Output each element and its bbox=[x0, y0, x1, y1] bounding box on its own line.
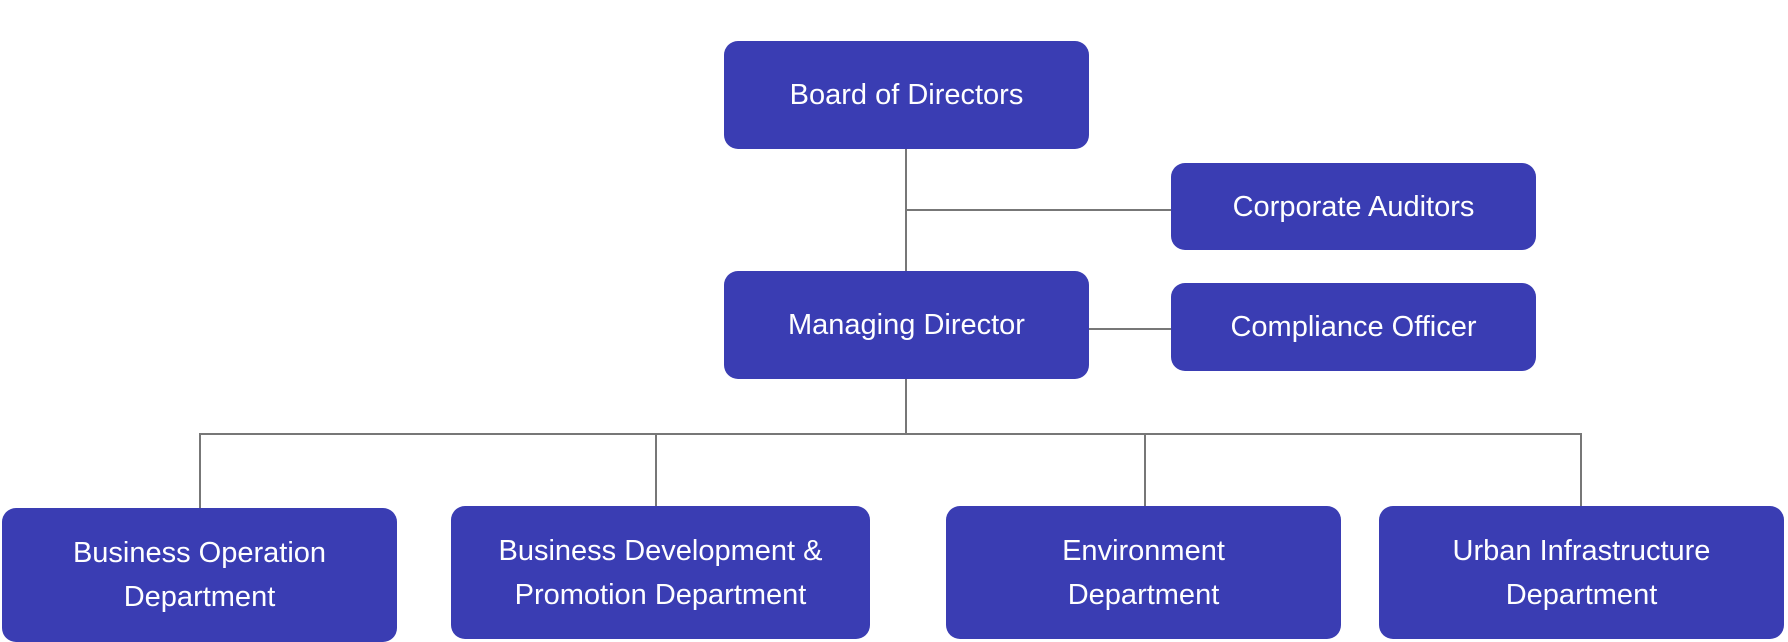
connector-drop-2 bbox=[655, 433, 657, 506]
node-environment-department[interactable]: Environment Department bbox=[946, 506, 1341, 639]
node-label: Compliance Officer bbox=[1230, 311, 1477, 343]
node-label: Corporate Auditors bbox=[1232, 190, 1475, 223]
node-label: Urban Infrastructure Department bbox=[1452, 534, 1711, 611]
node-label: Board of Directors bbox=[789, 79, 1024, 111]
node-managing-director[interactable]: Managing Director bbox=[724, 271, 1089, 379]
node-compliance-officer[interactable]: Compliance Officer bbox=[1171, 283, 1536, 371]
node-urban-infrastructure-department[interactable]: Urban Infrastructure Department bbox=[1379, 506, 1784, 639]
connector-to-compliance bbox=[1089, 328, 1171, 330]
connector-drop-3 bbox=[1144, 433, 1146, 506]
connector-drop-1 bbox=[199, 433, 201, 508]
connector-to-auditors bbox=[906, 209, 1171, 211]
node-label: Managing Director bbox=[788, 309, 1025, 341]
node-label: Environment Department bbox=[1062, 534, 1225, 611]
node-business-development-department[interactable]: Business Development & Promotion Departm… bbox=[451, 506, 870, 639]
connector-drop-4 bbox=[1580, 433, 1582, 506]
node-business-operation-department[interactable]: Business Operation Department bbox=[2, 508, 397, 642]
connector-managing-down bbox=[905, 379, 907, 435]
node-label: Business Development & Promotion Departm… bbox=[498, 534, 823, 611]
node-corporate-auditors[interactable]: Corporate Auditors bbox=[1171, 163, 1536, 250]
connector-departments-bar bbox=[199, 433, 1582, 435]
node-board-of-directors[interactable]: Board of Directors bbox=[724, 41, 1089, 149]
node-label: Business Operation Department bbox=[72, 537, 327, 613]
